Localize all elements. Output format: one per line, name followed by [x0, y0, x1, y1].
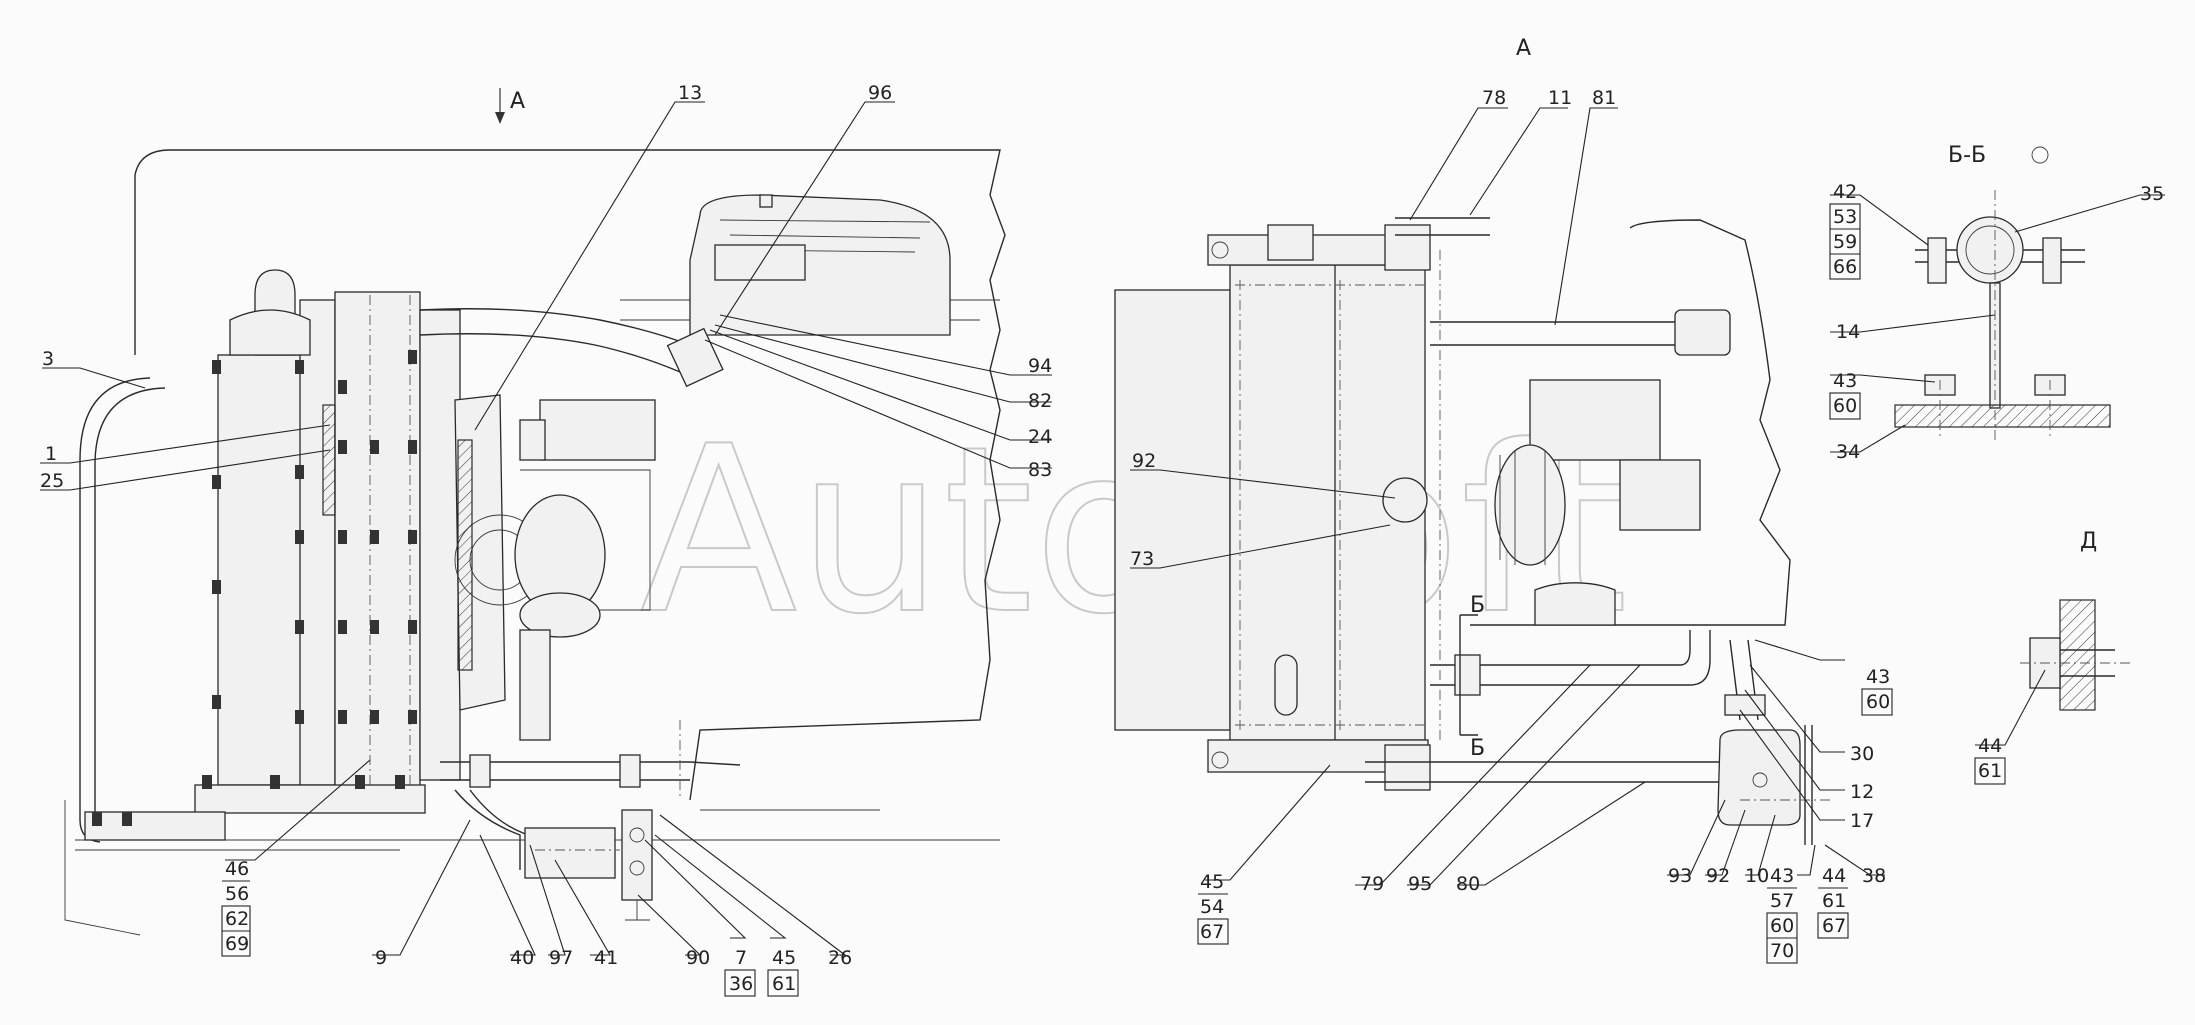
callout-label: 24 [1028, 426, 1052, 448]
callout-label: 60 [1866, 691, 1890, 713]
callout-label: 97 [549, 947, 573, 969]
callout-label: 43 [1866, 666, 1890, 688]
callout-label: 14 [1836, 321, 1860, 343]
callout-label: 66 [1833, 256, 1857, 278]
section-b-bottom-label: Б [1470, 736, 1485, 761]
callout-label: 13 [678, 82, 702, 104]
callout-label: 12 [1850, 781, 1874, 803]
callout-label: 9 [375, 947, 387, 969]
callout-stack-45-right: 45 54 67 [1197, 871, 1229, 945]
callout-label: 54 [1200, 896, 1224, 918]
callout-label: 92 [1706, 865, 1730, 887]
callout-label: 80 [1456, 873, 1480, 895]
callout-label: 60 [1770, 915, 1794, 937]
callout-label: 11 [1548, 87, 1572, 109]
callout-label: 70 [1770, 940, 1794, 962]
callout-label: 46 [225, 858, 249, 880]
callout-label: 96 [868, 82, 892, 104]
view-a-title: A [1516, 36, 1531, 61]
callout-label: 1 [45, 443, 57, 465]
callout-label: 56 [225, 883, 249, 905]
callout-label: 41 [594, 947, 618, 969]
callout-label: 36 [729, 973, 753, 995]
callout-label: 82 [1028, 390, 1052, 412]
callout-label: 67 [1822, 915, 1846, 937]
callout-stack-46: 46 56 62 69 [221, 858, 251, 957]
callout-label: 61 [1978, 760, 2002, 782]
callout-label: 17 [1850, 810, 1874, 832]
callout-label: 94 [1028, 355, 1052, 377]
callout-label: 30 [1850, 743, 1874, 765]
callout-label: 45 [772, 947, 796, 969]
callout-stack-43-right-b: 43 57 60 70 [1766, 865, 1798, 964]
callout-label: 73 [1130, 548, 1154, 570]
callout-labels: 13 96 3 1 25 94 82 24 83 9 40 97 41 90 2… [40, 82, 2164, 997]
callout-label: 53 [1833, 206, 1857, 228]
callout-label: 42 [1833, 181, 1857, 203]
callout-label: 34 [1836, 441, 1860, 463]
section-bb-view: Б-Б [1894, 143, 2111, 440]
callout-label: 61 [772, 973, 796, 995]
callout-stack-44-right: 44 61 67 [1817, 865, 1849, 939]
callout-label: 40 [510, 947, 534, 969]
detail-d-view: Д [2020, 529, 2130, 711]
callout-label: 60 [1833, 395, 1857, 417]
callout-label: 61 [1822, 890, 1846, 912]
callout-label: 38 [1862, 865, 1886, 887]
callout-label: 57 [1770, 890, 1794, 912]
callout-stack-43-section: 43 60 [1829, 370, 1861, 420]
callout-leaders [40, 101, 2165, 956]
detail-d-title: Д [2080, 529, 2097, 554]
callout-label: 62 [225, 908, 249, 930]
callout-label: 7 [735, 947, 747, 969]
callout-label: 26 [828, 947, 852, 969]
callout-label: 81 [1592, 87, 1616, 109]
callout-label: 67 [1200, 921, 1224, 943]
callout-label: 95 [1408, 873, 1432, 895]
section-bb-title: Б-Б [1948, 143, 1986, 168]
callout-stack-42: 42 53 59 66 [1829, 181, 1861, 280]
callout-label: 25 [40, 470, 64, 492]
left-assembly-view: A [64, 88, 1006, 936]
view-a-arrow-label: A [510, 89, 525, 114]
callout-label: 59 [1833, 231, 1857, 253]
callout-label: 92 [1132, 450, 1156, 472]
callout-stack-45-left: 45 61 [767, 947, 799, 997]
callout-label: 79 [1360, 873, 1384, 895]
callout-stack-7: 7 36 [724, 947, 756, 997]
callout-label: 44 [1822, 865, 1846, 887]
callout-label: 35 [2140, 183, 2164, 205]
callout-label: 45 [1200, 871, 1224, 893]
callout-stack-44-detail: 44 61 [1974, 735, 2006, 785]
callout-label: 43 [1833, 370, 1857, 392]
callout-label: 43 [1770, 865, 1794, 887]
callout-label: 83 [1028, 459, 1052, 481]
callout-label: 78 [1482, 87, 1506, 109]
callout-label: 93 [1668, 865, 1692, 887]
callout-label: 90 [686, 947, 710, 969]
callout-label: 3 [42, 348, 54, 370]
callout-stack-43-right-a: 43 60 [1861, 666, 1893, 716]
section-b-top-label: Б [1470, 593, 1485, 618]
callout-label: 69 [225, 933, 249, 955]
callout-label: 10 [1745, 865, 1769, 887]
callout-label: 44 [1978, 735, 2002, 757]
